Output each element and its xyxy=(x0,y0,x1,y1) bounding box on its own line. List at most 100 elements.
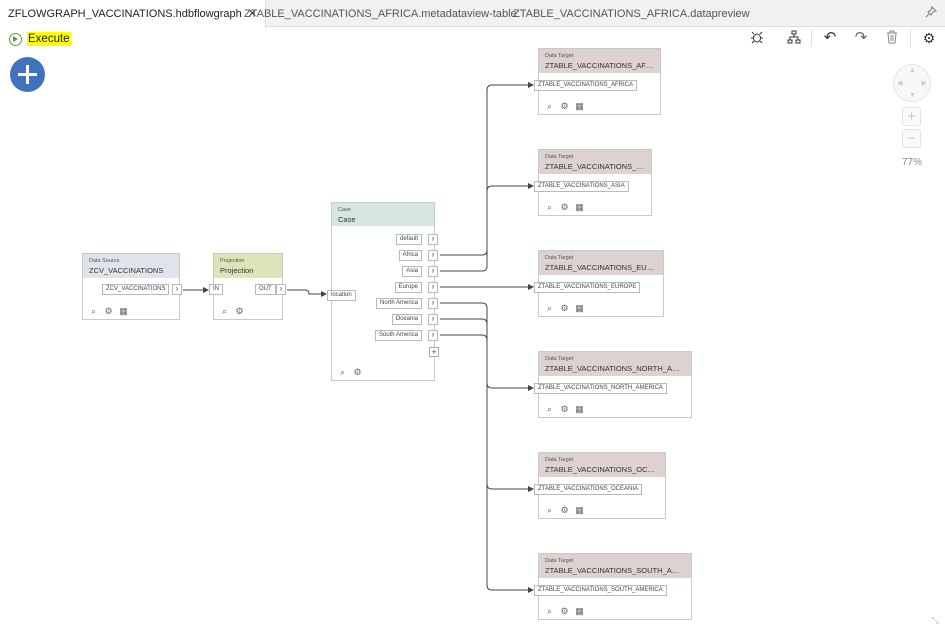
input-port[interactable]: ZTABLE_VACCINATIONS_ASIA xyxy=(534,181,629,192)
layout-icon[interactable] xyxy=(786,30,802,46)
chevron-right-icon[interactable]: › xyxy=(428,330,438,341)
table-icon[interactable]: ▦ xyxy=(575,101,584,111)
case-output-south-america[interactable]: South America xyxy=(374,330,422,341)
chevron-right-icon[interactable]: › xyxy=(428,266,438,277)
table-icon[interactable]: ▦ xyxy=(575,202,584,212)
preview-icon[interactable]: ⌕ xyxy=(339,367,346,377)
node-name: ZCV_VACCINATIONS xyxy=(89,266,164,275)
data-target-europe[interactable]: Data Target ZTABLE_VACCINATIONS_EUROPE Z… xyxy=(534,250,664,317)
add-output-button[interactable]: + xyxy=(429,347,439,357)
editor-tab-bar: ZFLOWGRAPH_VACCINATIONS.hdbflowgraph ✕ ZT… xyxy=(0,0,945,28)
preview-icon[interactable]: ⌕ xyxy=(546,202,553,212)
node-name: ZTABLE_VACCINATIONS_ASIA xyxy=(545,162,645,171)
case-output-europe[interactable]: Europe xyxy=(394,282,422,293)
node-name: ZTABLE_VACCINATIONS_SOUTH_AMERI... xyxy=(545,566,685,575)
data-source-node[interactable]: Data Source ZCV_VACCINATIONS ZCV_VACCINA… xyxy=(82,253,182,320)
input-port[interactable]: ZTABLE_VACCINATIONS_NORTH_AMERICA xyxy=(534,383,667,394)
close-tab-icon[interactable]: ✕ xyxy=(247,8,257,20)
node-type: Case xyxy=(338,207,351,213)
node-header: Data Target ZTABLE_VACCINATIONS_EUROPE xyxy=(539,251,663,275)
undo-icon[interactable]: ↶ xyxy=(823,29,837,46)
node-type: Projection xyxy=(220,258,245,264)
data-target-asia[interactable]: Data Target ZTABLE_VACCINATIONS_ASIA ZTA… xyxy=(534,149,652,216)
chevron-right-icon[interactable]: › xyxy=(172,284,182,295)
preview-icon[interactable]: ⌕ xyxy=(221,306,228,316)
table-icon[interactable]: ▦ xyxy=(575,303,584,313)
output-port[interactable]: OUT xyxy=(255,284,276,295)
link-projection-case xyxy=(287,289,327,297)
input-port[interactable]: ZTABLE_VACCINATIONS_SOUTH_AMERICA xyxy=(534,585,667,596)
node-type: Data Target xyxy=(545,356,574,362)
pan-navigation-control[interactable]: ▲ ▼ ◀ ▶ xyxy=(893,64,931,102)
add-node-button[interactable] xyxy=(10,57,45,92)
case-output-africa[interactable]: Africa xyxy=(398,250,422,261)
tab-metadataview[interactable]: ZTABLE_VACCINATIONS_AFRICA.metadataview-… xyxy=(236,0,525,27)
trash-icon[interactable] xyxy=(884,30,900,46)
settings-icon[interactable]: ⚙ xyxy=(104,306,113,316)
table-icon[interactable]: ▦ xyxy=(575,404,584,414)
input-port[interactable]: ZTABLE_VACCINATIONS_OCEANIA xyxy=(534,484,643,495)
tab-label: ZTABLE_VACCINATIONS_AFRICA.metadataview-… xyxy=(244,8,517,20)
debug-icon[interactable] xyxy=(749,30,765,46)
settings-icon[interactable]: ⚙ xyxy=(560,101,569,111)
settings-icon[interactable]: ⚙ xyxy=(560,505,569,515)
preview-icon[interactable]: ⌕ xyxy=(90,306,97,316)
settings-icon[interactable]: ⚙ xyxy=(560,606,569,616)
input-port[interactable]: IN xyxy=(209,284,223,295)
chevron-right-icon[interactable]: › xyxy=(428,298,438,309)
node-header: Data Target ZTABLE_VACCINATIONS_AFRICA xyxy=(539,49,660,73)
tab-datapreview[interactable]: ZTABLE_VACCINATIONS_AFRICA.datapreview xyxy=(505,0,758,27)
preview-icon[interactable]: ⌕ xyxy=(546,101,553,111)
settings-icon[interactable]: ⚙ xyxy=(235,306,244,316)
redo-icon[interactable]: ↷ xyxy=(854,29,868,46)
input-port[interactable]: ZTABLE_VACCINATIONS_AFRICA xyxy=(534,80,638,91)
preview-icon[interactable]: ⌕ xyxy=(546,505,553,515)
projection-node[interactable]: Projection Projection IN OUT › ⌕ ⚙ xyxy=(209,253,286,320)
node-name: ZTABLE_VACCINATIONS_EUROPE xyxy=(545,263,657,272)
case-output-default[interactable]: default xyxy=(395,234,422,245)
node-type: Data Target xyxy=(545,255,574,261)
case-output-oceania[interactable]: Oceania xyxy=(391,314,422,325)
tab-label: ZFLOWGRAPH_VACCINATIONS.hdbflowgraph xyxy=(8,8,242,20)
table-icon[interactable]: ▦ xyxy=(575,505,584,515)
table-icon[interactable]: ▦ xyxy=(119,306,128,316)
zoom-in-button[interactable]: + xyxy=(902,107,921,126)
preview-icon[interactable]: ⌕ xyxy=(546,404,553,414)
data-target-africa[interactable]: Data Target ZTABLE_VACCINATIONS_AFRICA Z… xyxy=(534,48,661,115)
pin-icon[interactable] xyxy=(925,6,937,21)
zoom-out-button[interactable]: − xyxy=(902,129,921,148)
node-name: Case xyxy=(338,215,356,224)
preview-icon[interactable]: ⌕ xyxy=(546,303,553,313)
case-output-asia[interactable]: Asia xyxy=(402,266,422,277)
data-target-north-america[interactable]: Data Target ZTABLE_VACCINATIONS_NORTH_AM… xyxy=(534,351,692,418)
settings-icon[interactable]: ⚙ xyxy=(560,404,569,414)
node-type: Data Target xyxy=(545,53,574,59)
chevron-right-icon[interactable]: › xyxy=(428,250,438,261)
data-target-south-america[interactable]: Data Target ZTABLE_VACCINATIONS_SOUTH_AM… xyxy=(534,553,692,620)
table-icon[interactable]: ▦ xyxy=(575,606,584,616)
input-port[interactable]: location xyxy=(327,290,356,301)
settings-icon[interactable]: ⚙ xyxy=(560,202,569,212)
settings-icon[interactable]: ⚙ xyxy=(353,367,362,377)
settings-icon[interactable]: ⚙ xyxy=(560,303,569,313)
chevron-right-icon[interactable]: › xyxy=(428,314,438,325)
preview-icon[interactable]: ⌕ xyxy=(546,606,553,616)
data-target-oceania[interactable]: Data Target ZTABLE_VACCINATIONS_OCEANIA … xyxy=(534,452,666,519)
execute-button[interactable]: Execute xyxy=(9,31,71,47)
output-port[interactable]: ZCV_VACCINATIONS xyxy=(102,284,170,295)
chevron-right-icon[interactable]: › xyxy=(276,284,286,295)
link-africa xyxy=(440,82,534,256)
case-node[interactable]: Case Case location default › Africa › As… xyxy=(327,202,439,381)
case-output-north-america[interactable]: North America xyxy=(375,298,422,309)
settings-gear-icon[interactable]: ⚙ xyxy=(922,30,936,46)
chevron-right-icon[interactable]: › xyxy=(428,234,438,245)
execute-label: Execute xyxy=(27,32,71,46)
chevron-right-icon[interactable]: › xyxy=(428,282,438,293)
tab-flowgraph[interactable]: ZFLOWGRAPH_VACCINATIONS.hdbflowgraph ✕ xyxy=(0,0,266,28)
zoom-level: 77% xyxy=(902,157,923,168)
expand-icon[interactable]: ⤡ xyxy=(931,615,939,625)
node-type: Data Target xyxy=(545,558,574,564)
input-port[interactable]: ZTABLE_VACCINATIONS_EUROPE xyxy=(534,282,641,293)
node-header: Data Target ZTABLE_VACCINATIONS_OCEANIA xyxy=(539,453,665,477)
